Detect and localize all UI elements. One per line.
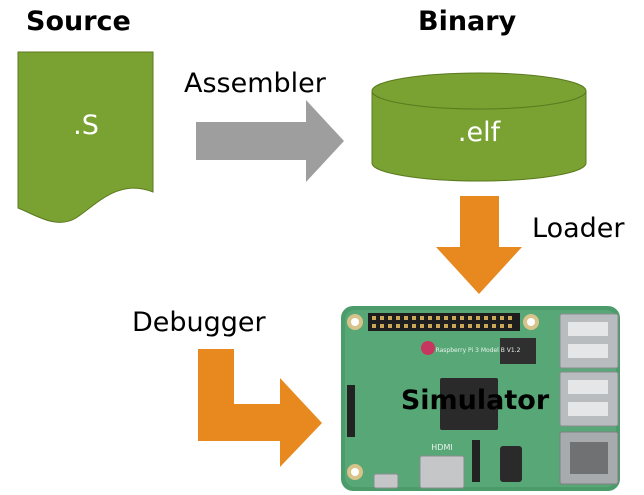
hdmi-label: HDMI	[431, 443, 452, 452]
mounting-hole-center	[351, 318, 359, 326]
gpio-pins	[372, 316, 512, 328]
binary-title: Binary	[418, 6, 517, 37]
usb-slot	[568, 322, 608, 336]
display-connector	[347, 385, 355, 437]
debugger-arrow	[198, 349, 322, 467]
binary-database: .elf	[371, 72, 587, 182]
source-title: Source	[26, 6, 131, 37]
gpio-header	[368, 313, 520, 331]
power-port	[373, 473, 399, 489]
board-silkscreen: Raspberry Pi 3 Model B V1.2	[436, 347, 521, 354]
cylinder-icon	[371, 90, 587, 182]
loader-arrow	[436, 196, 522, 294]
simulator-label: Simulator	[401, 385, 550, 416]
usb-slot	[568, 380, 608, 394]
soc-chip	[440, 378, 498, 430]
assembler-label: Assembler	[184, 68, 326, 99]
loader-label: Loader	[532, 213, 625, 244]
audio-jack	[500, 446, 522, 482]
assembler-arrow	[196, 100, 344, 182]
document-icon	[17, 51, 154, 223]
usb-slot	[568, 344, 608, 358]
raspberry-pi-board: HDMI Raspberry Pi 3 Model B V1.2 Simulat…	[341, 306, 620, 491]
hdmi-port	[419, 455, 465, 489]
debugger-label: Debugger	[132, 307, 266, 338]
ram-chip	[500, 338, 536, 364]
cylinder-top	[371, 72, 587, 110]
mounting-hole-center	[351, 468, 359, 476]
mounting-hole-center	[527, 318, 535, 326]
raspberry-logo-icon	[421, 341, 435, 355]
source-document: .S	[17, 51, 154, 223]
source-file-label: .S	[73, 110, 99, 141]
ethernet-socket	[570, 442, 608, 474]
camera-connector	[472, 440, 480, 482]
usb-slot	[568, 402, 608, 416]
binary-file-label: .elf	[458, 117, 502, 148]
